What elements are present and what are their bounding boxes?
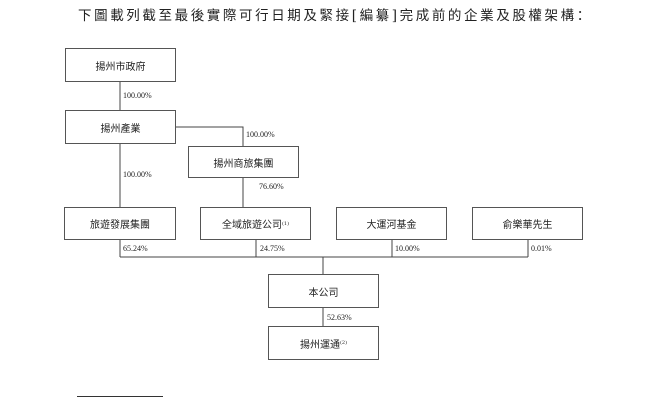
entity-label: 揚州產業	[100, 123, 141, 135]
entity-commerce-tourism-group: 揚州商旅集團	[188, 146, 299, 178]
connector-industry-commerce	[175, 126, 244, 146]
pct-tourism-dev-to-company: 65.24%	[123, 244, 148, 253]
entity-company: 本公司	[268, 274, 379, 308]
pct-industry-to-tourism-dev: 100.00%	[123, 170, 152, 179]
pct-canal-to-company: 10.00%	[395, 244, 420, 253]
entity-label: 俞樂華先生	[502, 220, 553, 231]
entity-mr-yu: 俞樂華先生	[472, 207, 583, 240]
entity-grand-canal-fund: 大運河基金	[336, 207, 447, 240]
entity-yangzhou-yuntong: 揚州運通(2)	[268, 326, 379, 360]
footnote-divider	[77, 396, 163, 397]
entity-label: 旅遊發展集團	[90, 220, 150, 231]
pct-gov-to-industry: 100.00%	[123, 91, 152, 100]
entity-yangzhou-industry: 揚州產業	[65, 110, 176, 144]
pct-yu-to-company: 0.01%	[531, 244, 552, 253]
pct-all-area-to-company: 24.75%	[260, 244, 285, 253]
entity-yangzhou-government: 揚州市政府	[65, 48, 176, 82]
entity-label: 揚州運通	[299, 339, 340, 351]
entity-label: 揚州市政府	[95, 61, 146, 73]
pct-company-to-yuntong: 52.63%	[327, 313, 352, 322]
footnote-marker: (2)	[339, 340, 348, 346]
entity-tourism-development-group: 旅遊發展集團	[64, 207, 176, 240]
entity-label: 大運河基金	[366, 220, 417, 231]
page-heading: 下圖載列截至最後實際可行日期及緊接[編纂]完成前的企業及股權架構：	[78, 8, 593, 24]
entity-label: 揚州商旅集團	[213, 158, 274, 170]
pct-commerce-to-all-area: 76.60%	[259, 182, 284, 191]
entity-all-area-tourism: 全域旅遊公司(1)	[200, 207, 311, 240]
footnote-marker: (1)	[281, 220, 290, 227]
pct-industry-to-commerce: 100.00%	[246, 130, 275, 139]
entity-label: 本公司	[308, 287, 339, 299]
entity-label: 全域旅遊公司	[221, 220, 282, 231]
